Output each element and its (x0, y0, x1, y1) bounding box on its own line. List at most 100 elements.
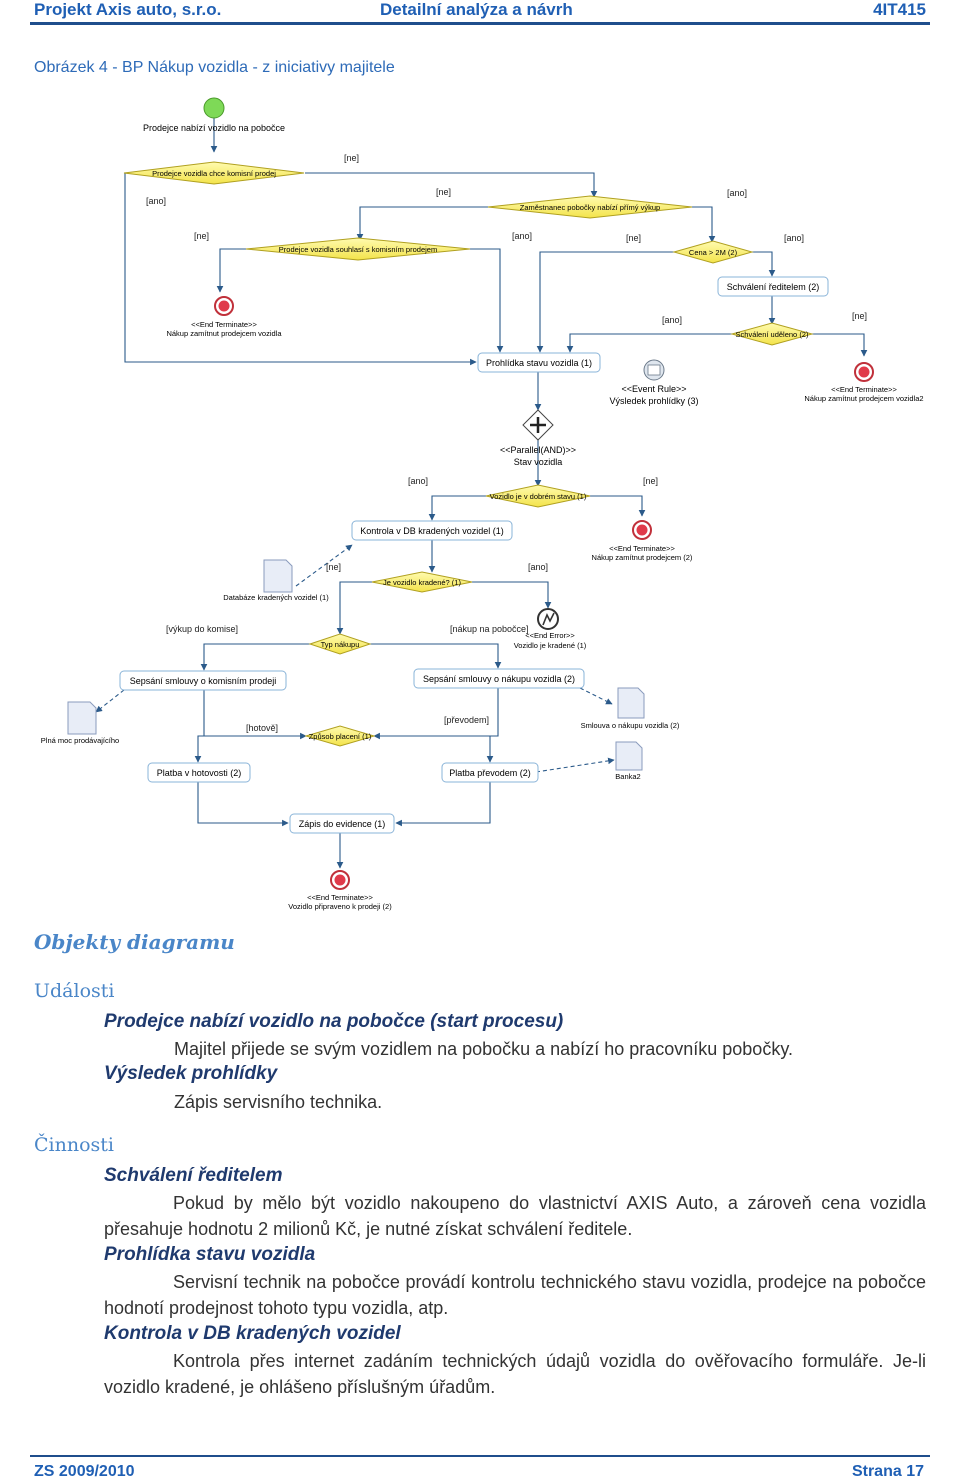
decision-platba: Způsob placení (1) (304, 725, 376, 747)
description: Majitel přijede se svým vozidlem na pobo… (174, 1039, 793, 1059)
guard-label: [ano] (528, 562, 548, 572)
document-db: Databáze kradených vozidel (1) (223, 559, 329, 602)
flow-line (752, 251, 776, 277)
footer-rule (30, 1455, 930, 1457)
flow-line (373, 688, 499, 740)
flow-line (566, 333, 732, 353)
guard-label: [ne] (344, 153, 359, 163)
document-icon (615, 741, 643, 771)
decision-label: Cena > 2M (2) (689, 248, 738, 257)
decision-label: Typ nákupu (321, 640, 360, 649)
flow-line (536, 251, 674, 353)
activity-label: Platba převodem (2) (449, 768, 531, 778)
decision-cena: Cena > 2M (2) (672, 240, 754, 264)
footer-semester: ZS 2009/2010 (34, 1463, 135, 1480)
activity-smlouva-nakup: Sepsání smlouvy o nákupu vozidla (2) (413, 668, 585, 689)
event-rule: <<Event Rule>> Výsledek prohlídky (3) (609, 359, 699, 406)
start-event-icon (203, 97, 225, 119)
activity-label: Zápis do evidence (1) (299, 819, 386, 829)
document-smlouva: Smlouva o nákupu vozidla (2) (581, 687, 680, 730)
activity-label: Sepsání smlouvy o nákupu vozidla (2) (423, 674, 575, 684)
svg-text:Vozidlo připraveno k prodeji (: Vozidlo připraveno k prodeji (2) (288, 902, 392, 911)
end-terminate-4: <<End Terminate>> Vozidlo připraveno k p… (288, 870, 392, 911)
svg-text:Nákup zamítnut prodejcem vozid: Nákup zamítnut prodejcem vozidla (166, 329, 282, 338)
header-course: 4IT415 (873, 0, 926, 19)
flow-line (395, 782, 491, 827)
activity-label: Prohlídka stavu vozidla (1) (486, 358, 592, 368)
description-kontrola: Kontrola přes internet zadáním technický… (104, 1351, 926, 1397)
svg-text:Vozidlo je kradené (1): Vozidlo je kradené (1) (514, 641, 587, 650)
svg-text:<<Parallel(AND)>>: <<Parallel(AND)>> (500, 445, 576, 455)
decision-label: Prodejce vozidla souhlasí s komisním pro… (279, 245, 437, 254)
flow-line (812, 333, 868, 357)
svg-text:<<End Terminate>>: <<End Terminate>> (831, 385, 897, 394)
activity-label: Platba v hotovosti (2) (157, 768, 242, 778)
description-schvaleni: Pokud by mělo být vozidlo nakoupeno do v… (104, 1193, 926, 1239)
decision-udeleno: Schválení uděleno (2) (730, 322, 814, 346)
flow-line (95, 689, 125, 713)
guard-label: [ano] (146, 196, 166, 206)
decision-stav: Vozidlo je v dobrém stavu (1) (485, 484, 591, 508)
flow-line (579, 687, 613, 705)
flow-line (692, 206, 716, 243)
activity-label: Kontrola v DB kradených vozidel (1) (360, 526, 504, 536)
svg-text:<<Event Rule>>: <<Event Rule>> (621, 384, 686, 394)
activity-label: Schválení ředitelem (2) (727, 282, 820, 292)
flow-line (428, 495, 486, 521)
decision-komisni: Prodejce vozidla chce komisní prodej (123, 161, 305, 185)
term-kontrola: Kontrola v DB kradených vozidel (104, 1323, 401, 1344)
subheading-udalosti: Události (34, 980, 115, 1002)
activity-diagram: Prodejce nabízí vozidlo na pobočce Prode… (41, 97, 924, 911)
decision-label: Zaměstnanec pobočky nabízí přímý výkup (520, 203, 660, 212)
decision-primy: Zaměstnanec pobočky nabízí přímý výkup (487, 195, 693, 219)
svg-text:Nákup zamítnut prodejcem vozid: Nákup zamítnut prodejcem vozidla2 (804, 394, 923, 403)
activity-kontrola: Kontrola v DB kradených vozidel (1) (351, 520, 513, 541)
flow-line (590, 495, 646, 517)
guard-label: [výkup do komise] (166, 624, 238, 634)
guard-label: [ano] (727, 188, 747, 198)
svg-text:Databáze kradených vozidel (1): Databáze kradených vozidel (1) (223, 593, 329, 602)
activity-prohlidka: Prohlídka stavu vozidla (1) (477, 352, 601, 373)
guard-label: [nákup na pobočce] (450, 624, 529, 634)
document-icon (67, 701, 97, 735)
activity-smlouva-komisni: Sepsání smlouvy o komisním prodeji (119, 670, 287, 691)
decision-label: Vozidlo je v dobrém stavu (1) (490, 492, 587, 501)
guard-label: [hotově] (246, 723, 278, 733)
description: Zápis servisního technika. (174, 1092, 383, 1112)
start-event-label: Prodejce nabízí vozidlo na pobočce (143, 123, 285, 133)
term-start-procesu: Prodejce nabízí vozidlo na pobočce (star… (104, 1011, 564, 1032)
decision-label: Je vozidlo kradené? (1) (383, 578, 461, 587)
end-terminate-1: <<End Terminate>> Nákup zamítnut prodejc… (166, 296, 282, 338)
header-document: Detailní analýza a návrh (380, 0, 573, 19)
guard-label: [ano] (408, 476, 428, 486)
flow-line (194, 735, 306, 763)
guard-label: [ne] (194, 231, 209, 241)
flow-line (124, 173, 477, 366)
svg-text:Banka2: Banka2 (615, 772, 640, 781)
activity-zapis: Zápis do evidence (1) (289, 813, 395, 834)
document-icon (617, 687, 645, 719)
guard-label: [ne] (326, 562, 341, 572)
svg-text:<<End Terminate>>: <<End Terminate>> (307, 893, 373, 902)
activity-hotovost: Platba v hotovosti (2) (147, 762, 251, 783)
guard-label: [ne] (626, 233, 641, 243)
parallel-gateway: <<Parallel(AND)>> Stav vozidla (500, 409, 576, 467)
decision-label: Způsob placení (1) (309, 732, 372, 741)
svg-text:Plná moc prodávajícího: Plná moc prodávajícího (41, 736, 119, 745)
end-terminate-3: <<End Terminate>> Nákup zamítnut prodejc… (592, 520, 693, 562)
svg-text:<<End Error>>: <<End Error>> (525, 631, 575, 640)
guard-label: [ne] (436, 187, 451, 197)
activity-prevod: Platba převodem (2) (441, 762, 539, 783)
svg-text:Smlouva o nákupu vozidla (2): Smlouva o nákupu vozidla (2) (581, 721, 680, 730)
term-schvaleni: Schválení ředitelem (104, 1165, 283, 1186)
flow-line (374, 735, 494, 763)
term-prohlidka: Prohlídka stavu vozidla (104, 1244, 316, 1265)
decision-typ: Typ nákupu (308, 633, 372, 655)
header-project: Projekt Axis auto, s.r.o. (34, 0, 222, 19)
term-vysledek-prohlidky: Výsledek prohlídky (104, 1063, 278, 1084)
decision-souhlas: Prodejce vozidla souhlasí s komisním pro… (245, 237, 471, 261)
svg-text:<<End Terminate>>: <<End Terminate>> (191, 320, 257, 329)
flow-line (295, 544, 353, 587)
plus-icon (530, 417, 546, 433)
decision-kradene: Je vozidlo kradené? (1) (371, 571, 473, 593)
